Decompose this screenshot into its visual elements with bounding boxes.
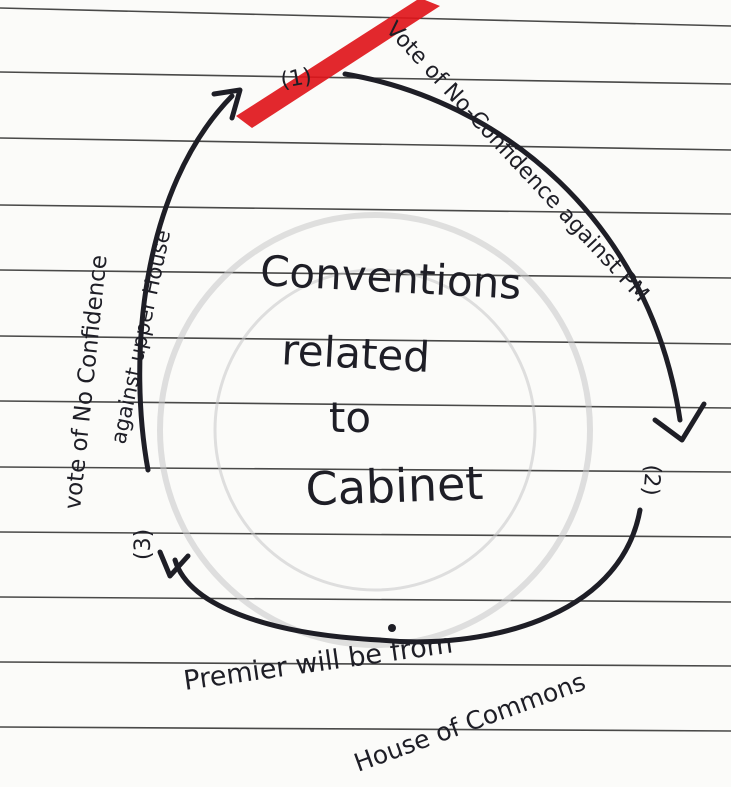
node-2-number: (2)	[637, 463, 665, 496]
center-line-1: Conventions	[259, 246, 523, 309]
node-1-number: (1)	[279, 64, 314, 94]
node-2-label-b: House of Commons	[350, 667, 589, 778]
node-3-label-a: vote of No Confidence	[60, 254, 113, 511]
node-3-number: (3)	[131, 529, 156, 560]
node-3: (3) vote of No Confidence against upper …	[60, 228, 175, 560]
arrow-2-to-3	[175, 510, 640, 642]
center-line-4: Cabinet	[305, 456, 485, 516]
center-line-3: to	[329, 393, 371, 442]
center-line-2: related	[280, 325, 431, 382]
ink-dot	[388, 624, 396, 632]
center-title: Conventions related to Cabinet	[259, 246, 523, 516]
